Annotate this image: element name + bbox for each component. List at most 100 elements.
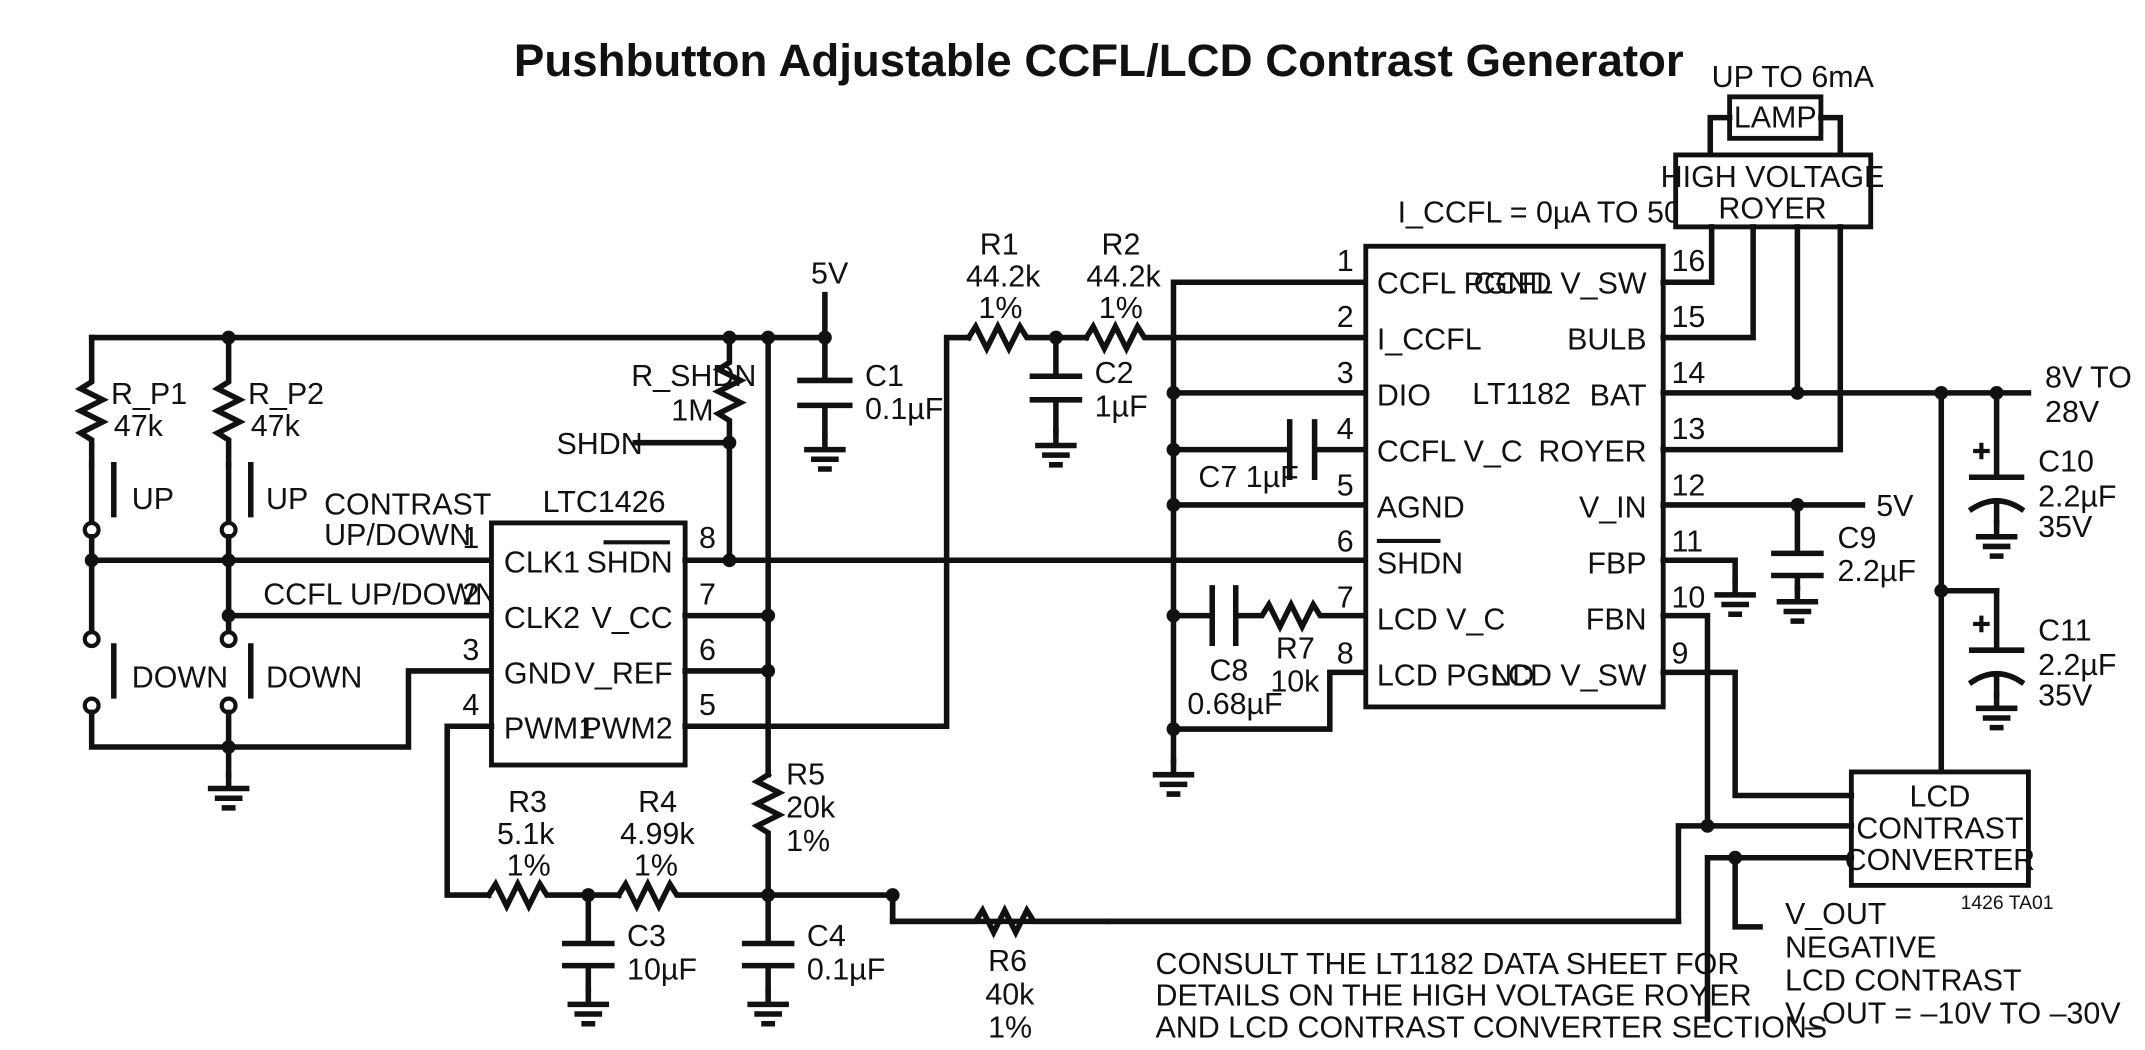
r3-tol: 1% bbox=[507, 849, 551, 883]
lt1182-pin8-num: 8 bbox=[1337, 636, 1354, 670]
switch-down-2-label: DOWN bbox=[266, 661, 362, 695]
iccfl-network: R1 44.2k 1% R2 44.2k 1% C2 1µF bbox=[964, 228, 1369, 465]
rp1-resistor bbox=[74, 334, 109, 468]
lt1182-pin7-name: LCD V_C bbox=[1377, 602, 1506, 636]
ccfl-updown-label: CCFL UP/DOWN bbox=[263, 578, 497, 612]
ltc1426-name: LTC1426 bbox=[543, 485, 666, 519]
c11-value: 2.2µF bbox=[2038, 648, 2116, 682]
lt1182-pin16-num: 16 bbox=[1672, 244, 1706, 278]
ltc1426-pin6-num: 6 bbox=[699, 633, 716, 667]
lt1182-pin8-name: LCD PGND bbox=[1377, 658, 1534, 692]
contrast-label-2: UP/DOWN bbox=[324, 518, 471, 552]
lt1182-pin1-num: 1 bbox=[1337, 244, 1354, 278]
lt1182-pin11-name: FBP bbox=[1587, 546, 1646, 580]
r2-tol: 1% bbox=[1099, 291, 1143, 325]
c3-ref: C3 bbox=[627, 919, 666, 953]
switch-up-2-label: UP bbox=[266, 482, 308, 516]
lt1182-pin9-name: LCD V_SW bbox=[1491, 658, 1647, 692]
c8-ref: C8 bbox=[1209, 654, 1248, 688]
r7-value: 10k bbox=[1270, 665, 1320, 699]
lt1182-pin12-num: 12 bbox=[1672, 468, 1706, 502]
rp1-value: 47k bbox=[114, 409, 164, 443]
lcd-converter-line2: CONTRAST bbox=[1856, 811, 2023, 845]
lt1182-pin7-num: 7 bbox=[1337, 580, 1354, 614]
r6-resistor bbox=[889, 904, 1110, 939]
lt1182-pin15-name: BULB bbox=[1567, 322, 1646, 356]
lt1182-pin4-name: CCFL V_C bbox=[1377, 434, 1523, 468]
note-line-2: DETAILS ON THE HIGH VOLTAGE ROYER bbox=[1156, 979, 1752, 1013]
lt1182-pin12-name: V_IN bbox=[1579, 490, 1647, 524]
datasheet-note: CONSULT THE LT1182 DATA SHEET FOR DETAIL… bbox=[1156, 947, 1828, 1045]
vout-line1: NEGATIVE bbox=[1785, 930, 1937, 964]
rp2-value: 47k bbox=[251, 409, 301, 443]
r3-resistor bbox=[484, 877, 622, 913]
c9-value: 2.2µF bbox=[1838, 554, 1916, 588]
vin-5v-label: 5V bbox=[1876, 489, 1914, 523]
lt1182-chip: LT1182 bbox=[1363, 243, 1666, 710]
switch-down-1-label: DOWN bbox=[132, 661, 228, 695]
lamp-heading: UP TO 6mA bbox=[1712, 60, 1875, 94]
r6-value: 40k bbox=[985, 977, 1035, 1011]
r4-value: 4.99k bbox=[620, 817, 695, 851]
lt1182-pin6-num: 6 bbox=[1337, 524, 1354, 558]
switch-up-1-label: UP bbox=[132, 482, 174, 516]
r3-value: 5.1k bbox=[497, 817, 555, 851]
r2-value: 44.2k bbox=[1086, 259, 1161, 293]
r5-ref: R5 bbox=[786, 757, 825, 791]
c10-ref: C10 bbox=[2038, 445, 2094, 479]
r1-value: 44.2k bbox=[966, 259, 1041, 293]
c3-value: 10µF bbox=[627, 952, 697, 986]
rshdn-value: 1M bbox=[671, 394, 713, 428]
bat-range-top: 8V TO bbox=[2045, 360, 2132, 394]
ltc1426-pin7-name: V_CC bbox=[592, 601, 673, 635]
r1-tol: 1% bbox=[978, 291, 1022, 325]
lt1182-pin10-name: FBN bbox=[1586, 602, 1647, 636]
shdn-input-label: SHDN bbox=[556, 427, 642, 461]
lt1182-name: LT1182 bbox=[1472, 377, 1571, 411]
lt1182-pin14-name: BAT bbox=[1590, 378, 1647, 412]
lcd-converter-line3: CONVERTER bbox=[1845, 843, 2035, 877]
ltc1426-pin6-name: V_REF bbox=[575, 656, 673, 690]
lt1182-pin3-name: DIO bbox=[1377, 378, 1431, 412]
lt1182-pin16-name: CCFL V_SW bbox=[1474, 266, 1647, 300]
c11-rating: 35V bbox=[2038, 679, 2093, 713]
pushbutton-section: R_P1 47k UP DOWN R_P2 47k UP DOWN CONTRA… bbox=[74, 330, 832, 808]
r1-resistor bbox=[964, 320, 1090, 355]
rp1-ref: R_P1 bbox=[111, 377, 187, 411]
r7-ref: R7 bbox=[1276, 631, 1315, 665]
lt1182-pin1-name: CCFL PGND bbox=[1377, 266, 1552, 300]
lt1182-pin2-num: 2 bbox=[1337, 300, 1354, 334]
c1-ref: C1 bbox=[865, 359, 904, 393]
c10-value: 2.2µF bbox=[2038, 479, 2116, 513]
ltc1426-pin8-num: 8 bbox=[699, 521, 716, 555]
lt1182-pin14-num: 14 bbox=[1672, 356, 1706, 390]
lt1182-pin6-name: SHDN bbox=[1377, 546, 1463, 580]
vout-line2: LCD CONTRAST bbox=[1785, 964, 2022, 998]
ltc1426-pin3-num: 3 bbox=[462, 633, 479, 667]
schematic-title: Pushbutton Adjustable CCFL/LCD Contrast … bbox=[514, 35, 1684, 86]
iccfl-range-label: I_CCFL = 0µA TO 50µA bbox=[1398, 196, 1720, 230]
c9-ref: C9 bbox=[1838, 521, 1877, 555]
bat-range-bottom: 28V bbox=[2045, 395, 2100, 429]
ltc1426-pin5-name: PWM2 bbox=[581, 712, 672, 746]
lt1182-left-network: C7 1µF C8 0.68µF R7 10k I_CCFL = 0µA TO … bbox=[1156, 196, 1720, 794]
c10-capacitor bbox=[1967, 390, 2026, 526]
r5-resistor bbox=[750, 770, 786, 898]
lt1182-pin3-num: 3 bbox=[1337, 356, 1354, 390]
royer-section: UP TO 6mA LAMP HIGH VOLTAGE ROYER bbox=[1660, 60, 1884, 453]
c8-value: 0.68µF bbox=[1187, 687, 1282, 721]
lt1182-pin5-num: 5 bbox=[1337, 468, 1354, 502]
ltc1426-pin2-name: CLK2 bbox=[504, 601, 580, 635]
vout-range: V_OUT = –10V TO –30V bbox=[1785, 997, 2121, 1031]
c4-ref: C4 bbox=[807, 919, 846, 953]
lt1182-pin10-num: 10 bbox=[1672, 580, 1706, 614]
ltc1426-chip: LTC1426 1 CLK1 2 CLK2 3 GND 4 PWM1 5 PWM… bbox=[462, 485, 716, 768]
lt1182-pin13-name: ROYER bbox=[1538, 434, 1646, 468]
r1-ref: R1 bbox=[980, 228, 1019, 262]
lt1182-pin4-num: 4 bbox=[1337, 412, 1354, 446]
r6-ref: R6 bbox=[988, 944, 1027, 978]
rp2-ref: R_P2 bbox=[248, 377, 324, 411]
note-line-3: AND LCD CONTRAST CONVERTER SECTIONS bbox=[1156, 1011, 1828, 1045]
ltc1426-pin3-name: GND bbox=[504, 656, 572, 690]
